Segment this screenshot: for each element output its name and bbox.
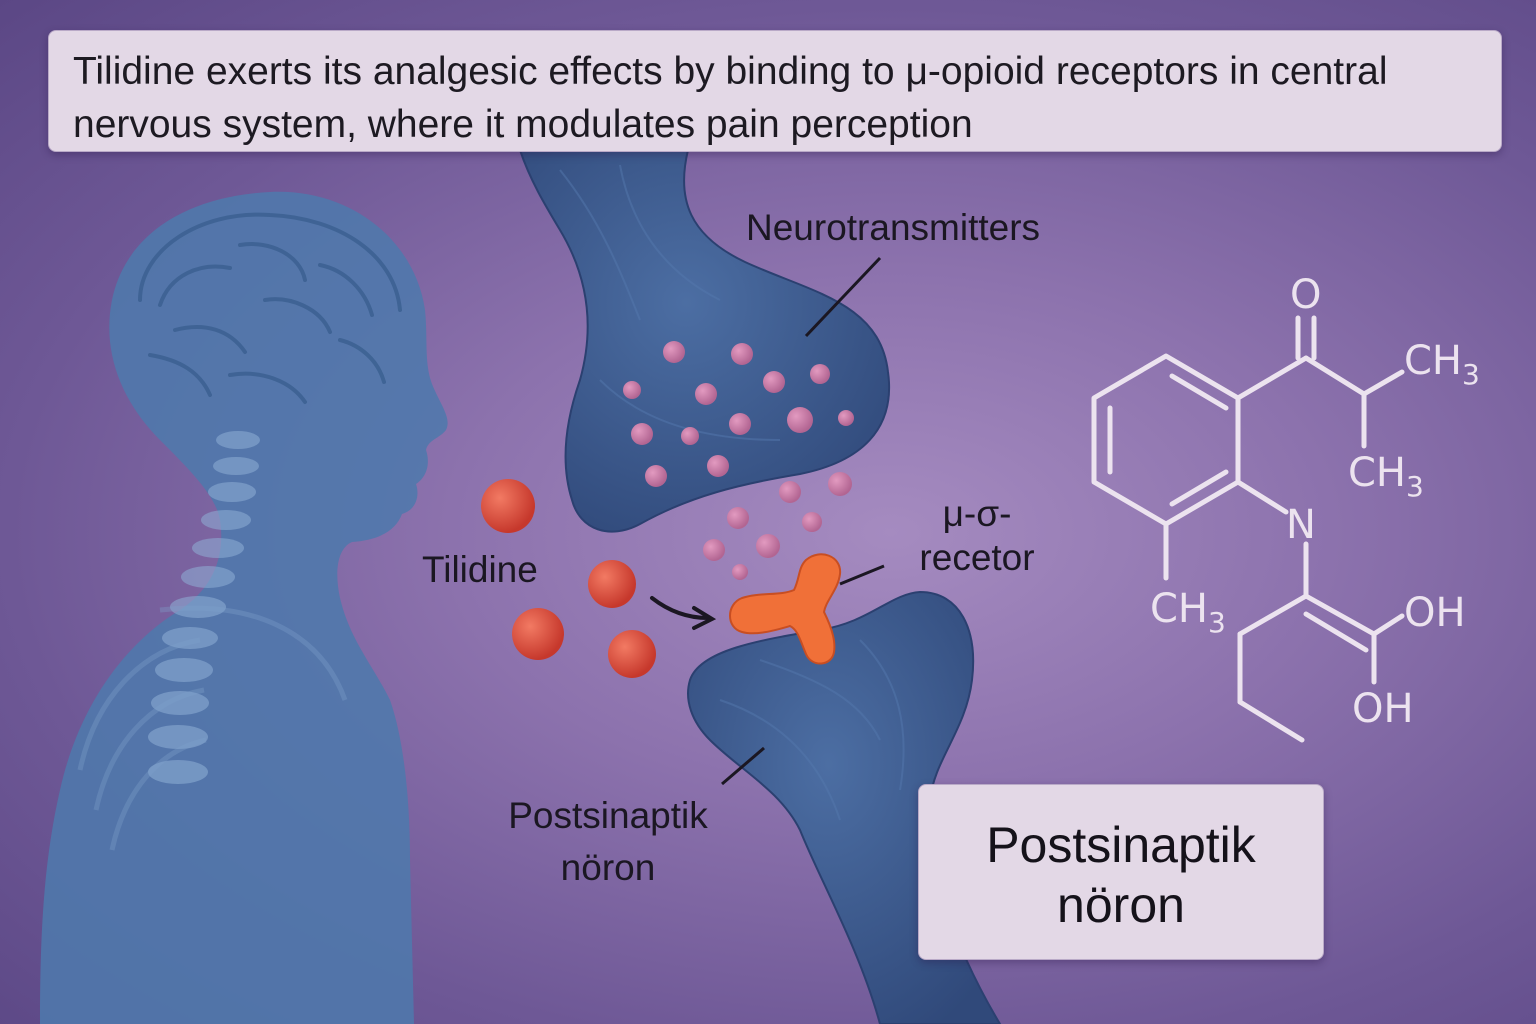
vesicle	[787, 407, 813, 433]
postsynaptic-label: Postsinaptik nöron	[490, 790, 726, 894]
receptor-label: μ-σ- recetor	[902, 492, 1052, 580]
ch3-left-label: CH3	[1150, 586, 1226, 639]
vesicle	[731, 343, 753, 365]
ch3-top-label: CH3	[1404, 338, 1480, 391]
vesicle	[623, 381, 641, 399]
nitrogen-label: N	[1286, 502, 1316, 548]
receptor-label-line-1: μ-σ-	[942, 493, 1012, 534]
vesicle	[703, 539, 725, 561]
vesicle	[763, 371, 785, 393]
human-silhouette	[40, 191, 448, 1024]
chemical-labels: O CH3 CH3 N CH3 OH OH	[1150, 272, 1480, 732]
neurotransmitter-vesicles	[623, 341, 854, 580]
tilidine-molecule	[481, 479, 535, 533]
oxygen-label: O	[1290, 272, 1321, 318]
brain-icon	[138, 212, 402, 404]
caption-line-2: nervous system, where it modulates pain …	[73, 103, 973, 146]
spine-icon	[148, 431, 260, 784]
tilidine-molecules	[481, 479, 656, 678]
ribcage-icon	[77, 605, 348, 851]
vesicle	[838, 410, 854, 426]
vesicle	[631, 423, 653, 445]
vesicle	[828, 472, 852, 496]
vesicle	[729, 413, 751, 435]
human-figure	[40, 191, 448, 1024]
vesicle	[802, 512, 822, 532]
receptor-label-line-2: recetor	[919, 537, 1035, 578]
caption-box: Tilidine exerts its analgesic effects by…	[48, 30, 1502, 152]
vesicle	[707, 455, 729, 477]
tilidine-molecule	[588, 560, 636, 608]
oh-bottom-label: OH	[1352, 686, 1414, 732]
vesicle	[810, 364, 830, 384]
tilidine-molecule	[512, 608, 564, 660]
binding-arrow	[650, 596, 717, 630]
presynaptic-texture	[559, 164, 781, 441]
neurotransmitters-leader	[804, 256, 882, 338]
postsynaptic-leader	[721, 746, 765, 786]
post-box-line-1: Postsinaptik	[986, 817, 1256, 873]
postsynaptic-label-line-2: nöron	[560, 847, 656, 888]
vesicle	[756, 534, 780, 558]
postsynaptic-label-line-1: Postsinaptik	[508, 795, 708, 836]
ch3-mid-label: CH3	[1348, 450, 1424, 503]
vesicle	[727, 507, 749, 529]
caption-line-1: Tilidine exerts its analgesic effects by…	[73, 50, 1388, 93]
tilidine-molecule	[608, 630, 656, 678]
postsynaptic-texture	[719, 639, 905, 821]
vesicle	[695, 383, 717, 405]
chemical-structure	[1091, 315, 1405, 743]
vesicle	[779, 481, 801, 503]
vesicle	[663, 341, 685, 363]
tilidine-label: Tilidine	[422, 549, 538, 590]
receptor-leader	[839, 564, 885, 586]
vesicle	[732, 564, 748, 580]
vesicle	[645, 465, 667, 487]
vesicle	[681, 427, 699, 445]
oh-top-label: OH	[1404, 590, 1466, 636]
mu-receptor-shape	[729, 553, 842, 665]
neurotransmitters-label: Neurotransmitters	[746, 207, 1041, 248]
benzene-ring	[1091, 353, 1241, 527]
postsynaptic-neuron-box: Postsinaptik nöron	[918, 784, 1324, 960]
presynaptic-neuron	[518, 149, 891, 533]
post-box-line-2: nöron	[1057, 877, 1185, 933]
